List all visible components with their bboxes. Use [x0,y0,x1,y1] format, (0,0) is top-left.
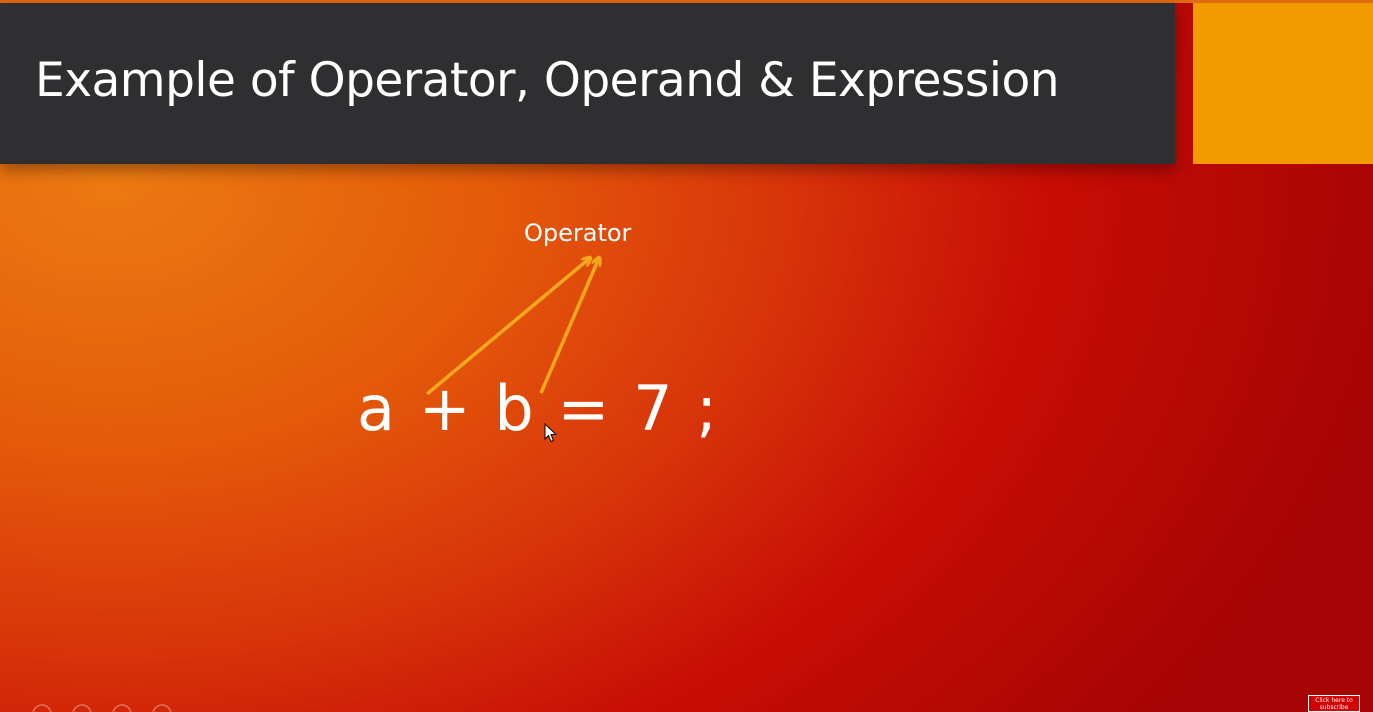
subscribe-button[interactable]: Click here to subscribe [1308,695,1360,712]
operator-label: Operator [524,219,632,247]
slide-nav-dots[interactable] [0,700,200,712]
expression-text: a + b = 7 ; [357,372,718,445]
accent-block [1193,3,1373,164]
slide-title: Example of Operator, Operand & Expressio… [35,53,1060,108]
subscribe-line1: Click here to [1315,697,1353,704]
title-bar: Example of Operator, Operand & Expressio… [0,3,1175,164]
subscribe-line2: subscribe [1319,704,1349,711]
top-strip [0,0,1373,3]
mouse-pointer-icon [544,423,558,443]
